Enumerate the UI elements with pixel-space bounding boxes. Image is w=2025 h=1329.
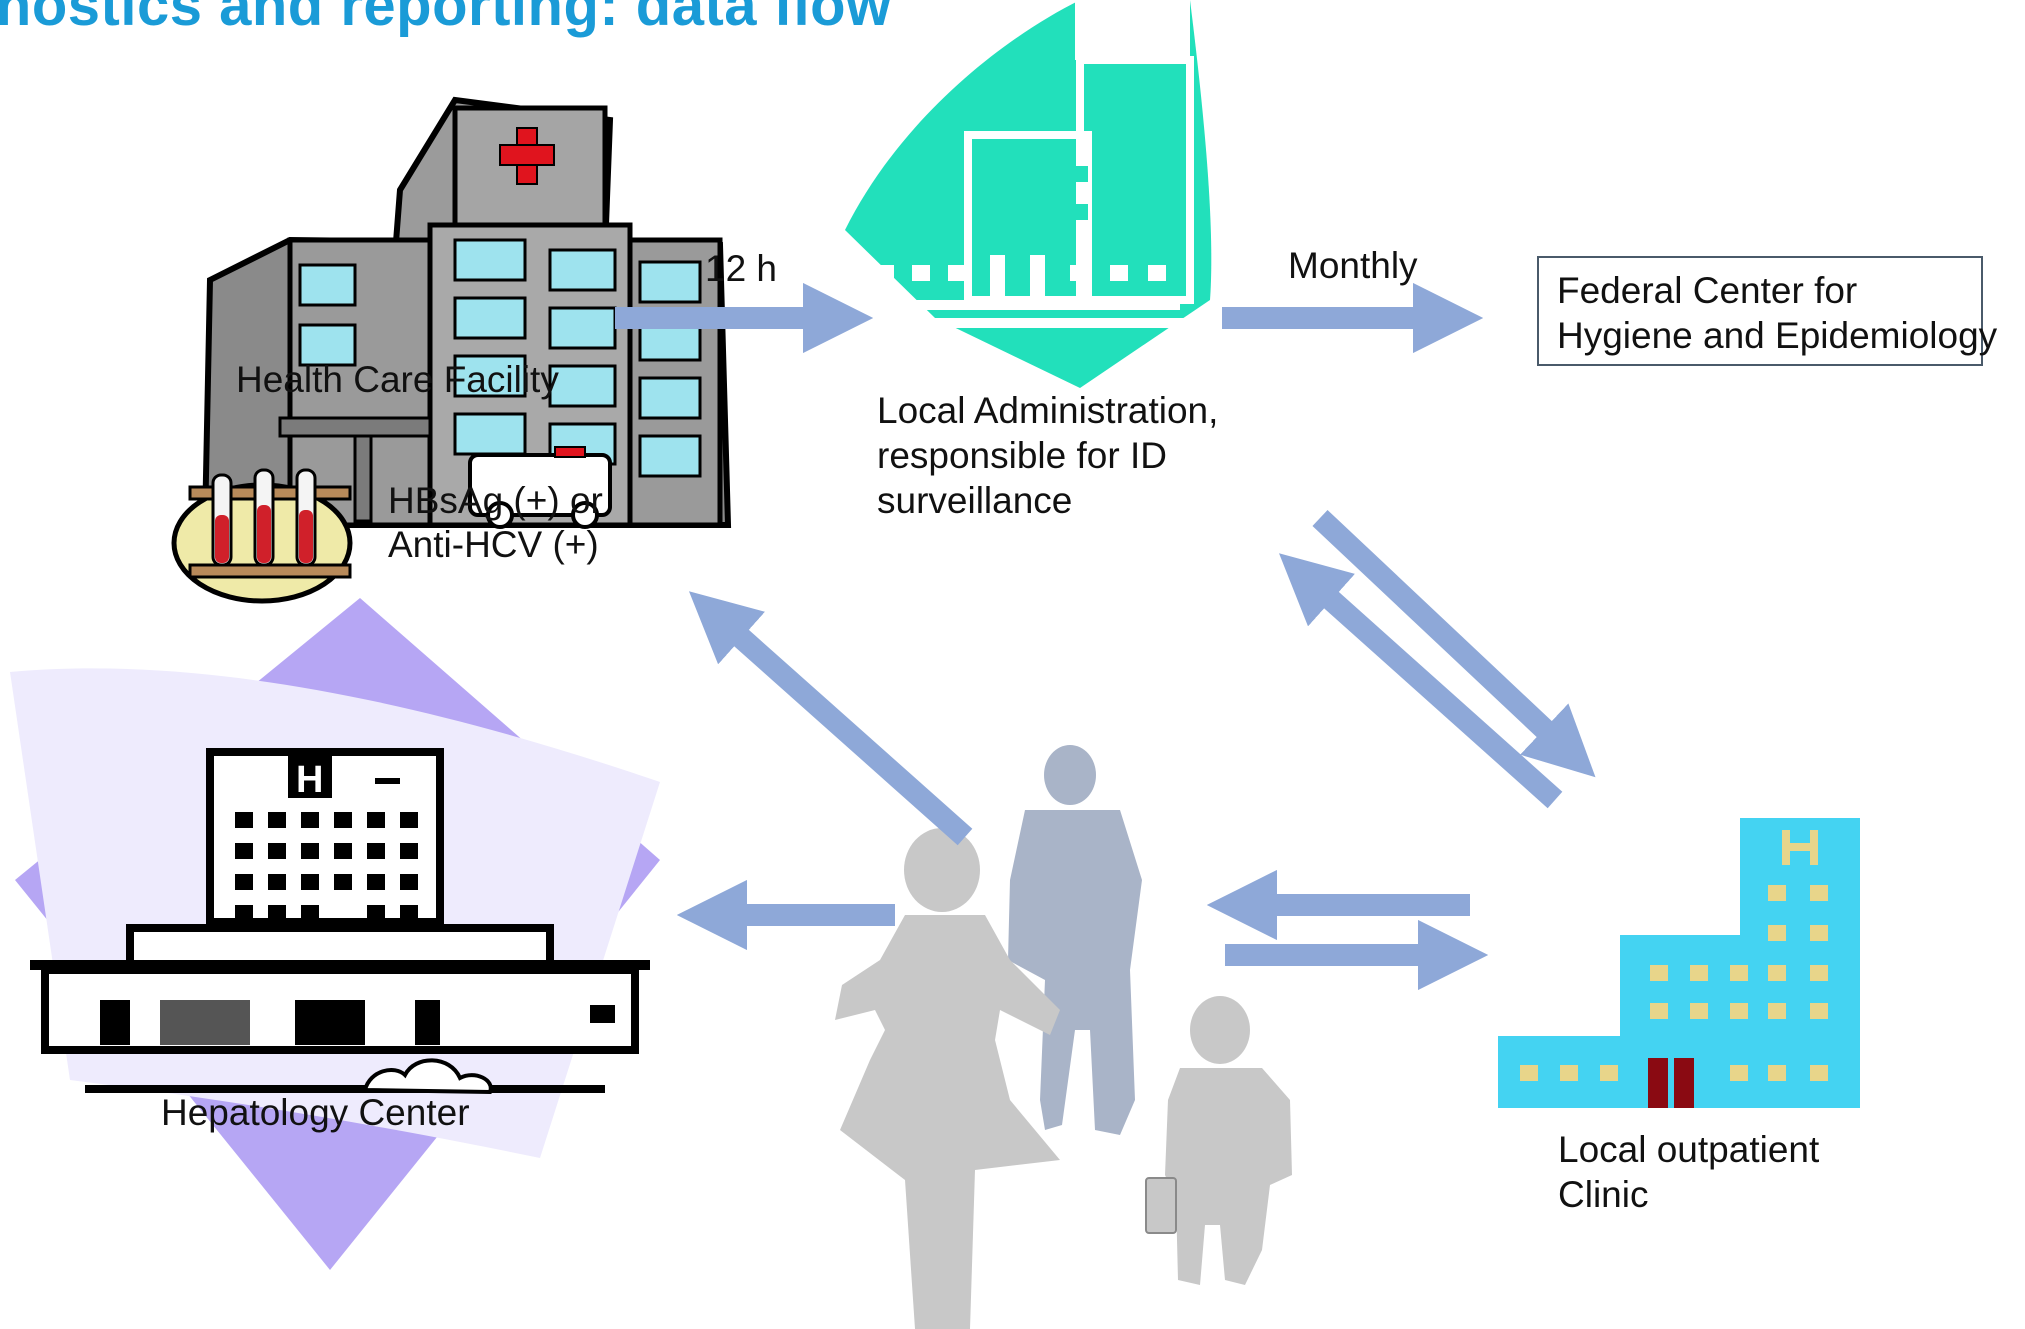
clinic-building-icon xyxy=(1498,818,1860,1108)
health-care-facility-label: Health Care Facility xyxy=(236,359,559,400)
admin-building-icon xyxy=(860,0,1194,328)
test-tubes-icon xyxy=(171,468,353,604)
federal-center-box: Federal Center for Hygiene and Epidemiol… xyxy=(1537,256,1998,366)
test-result-label-line2: Anti-HCV (+) xyxy=(388,524,599,565)
outpatient-clinic-label-line2: Clinic xyxy=(1558,1174,1649,1215)
admin-windows xyxy=(1000,90,1166,220)
arrow-admin-to-clinic xyxy=(1312,509,1596,778)
local-admin-label-line1: Local Administration, xyxy=(877,390,1219,431)
admin-ground-windows xyxy=(876,265,1166,281)
ambulance-icon xyxy=(468,446,612,529)
timing-12h-label: 12 h xyxy=(705,248,778,289)
slide-title: gnostics and reporting: data flow xyxy=(0,0,892,38)
hospital-h-building-icon: H xyxy=(30,748,650,1095)
family-silhouette-icon xyxy=(835,745,1292,1329)
arrow-clinic-to-admin xyxy=(1279,553,1563,809)
local-admin-label-line3: surveillance xyxy=(877,480,1073,521)
test-result-label-line1: HBsAg (+) or xyxy=(388,480,603,521)
timing-monthly-label: Monthly xyxy=(1288,245,1418,286)
federal-center-label-line1: Federal Center for xyxy=(1557,270,1858,311)
federal-center-label-line2: Hygiene and Epidemiology xyxy=(1557,315,1998,356)
arrow-family-to-facility xyxy=(688,591,973,846)
outpatient-clinic-label-line1: Local outpatient xyxy=(1558,1129,1820,1170)
hepatology-center-label: Hepatology Center xyxy=(161,1092,470,1133)
local-admin-label-line2: responsible for ID xyxy=(877,435,1167,476)
flow-arrows xyxy=(615,282,1596,991)
svg-text:H: H xyxy=(296,759,323,801)
